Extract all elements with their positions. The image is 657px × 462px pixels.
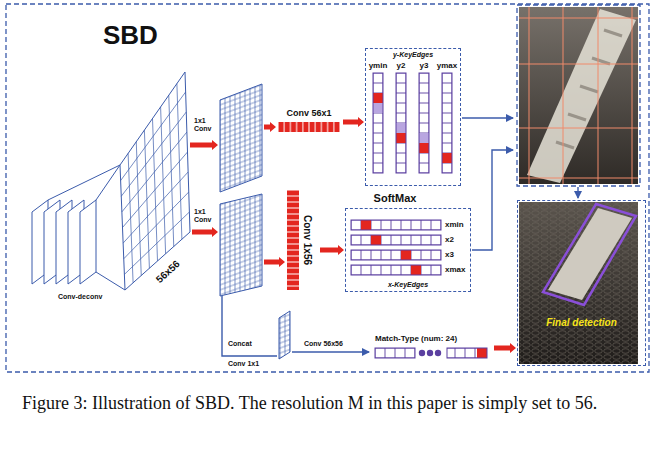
node-text: y-KeyEdges <box>393 51 433 59</box>
conv-kernel <box>287 190 299 290</box>
node-text: Conv 1x56 <box>301 215 313 265</box>
figure-title: SBD <box>103 20 158 51</box>
operation-label: Conv 56x56 <box>304 340 343 348</box>
key-edge-label: xmin <box>445 220 464 229</box>
key-edge-label: y2 <box>397 61 406 70</box>
figure-caption: Figure 3: Illustration of SBD. The resol… <box>22 392 636 414</box>
outer-frame <box>6 4 649 372</box>
conv-filter: Conv 1x56 <box>285 186 319 294</box>
node-text: Final detection <box>518 317 645 329</box>
dimension-label: 56x56 <box>154 258 182 285</box>
operation-label: 1x1 Conv <box>194 208 212 224</box>
layer-label: Conv-deconv <box>58 293 102 301</box>
flow-arrow <box>494 343 516 353</box>
key-edge-label: ymax <box>437 61 457 70</box>
flow-arrow <box>320 245 344 255</box>
key-edge-label: y3 <box>420 61 429 70</box>
conv-deconv-block <box>32 72 190 290</box>
conv-filter: Conv 56x1 <box>276 108 342 136</box>
node-text: Match-Type (num: 24) <box>375 334 457 344</box>
key-edge-columns <box>373 73 452 173</box>
node-text: x-KeyEdges <box>388 281 428 289</box>
key-edge-label: x2 <box>445 235 454 244</box>
key-edge-rows <box>351 220 441 275</box>
key-edge-label: ymin <box>369 61 388 70</box>
conv-arrow <box>190 122 285 267</box>
match-type-vector: Match-Type (num: 24) <box>373 334 493 362</box>
operation-label: Concat <box>228 340 252 348</box>
detection-image: Final detection <box>517 200 646 366</box>
key-edge-panel: x-KeyEdges <box>345 208 471 292</box>
operation-label: Conv 1x1 <box>228 360 259 368</box>
detection-photo <box>519 202 638 364</box>
node-text: Conv 56x1 <box>286 108 331 119</box>
operation-label: SoftMax <box>374 192 417 205</box>
key-edge-panel: y-KeyEdges <box>365 48 461 186</box>
flow-arrow <box>343 117 364 127</box>
match-type-cells <box>375 348 487 358</box>
scene-photo <box>517 5 640 186</box>
key-edge-label: xmax <box>445 265 465 274</box>
key-edge-label: x3 <box>445 250 454 259</box>
operation-label: 1x1 Conv <box>194 117 212 133</box>
conv-kernel <box>278 122 340 132</box>
